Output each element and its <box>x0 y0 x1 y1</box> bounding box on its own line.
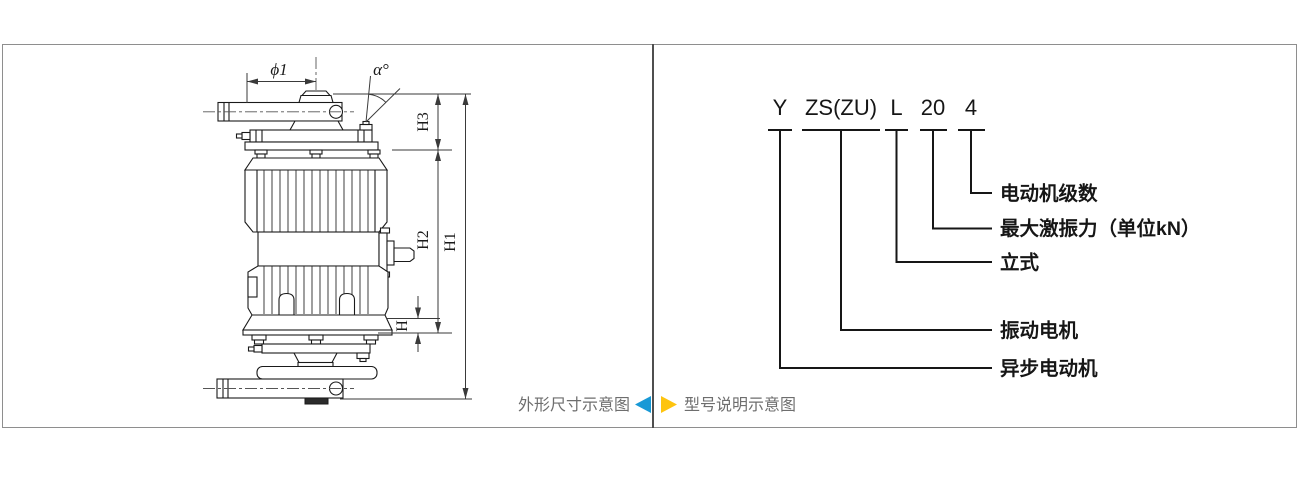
model-code-diagram: Y ZS(ZU) L 20 4 电动机级数 最大激 <box>768 95 1200 380</box>
motor-outline-drawing <box>203 57 415 405</box>
outline-dimension-panel: ϕ1 α° H3 H2 H <box>203 57 651 414</box>
right-caption: 型号说明示意图 <box>661 395 796 414</box>
model-label-vibration: 振动电机 <box>1000 319 1079 342</box>
model-label-asynchronous: 异步电动机 <box>1000 357 1098 380</box>
model-token-20: 20 <box>921 95 945 120</box>
model-label-vertical: 立式 <box>1000 251 1040 274</box>
cooling-ribs-lower <box>263 266 369 314</box>
model-token-l: L <box>890 95 902 120</box>
connector-lines <box>779 130 992 369</box>
model-token-zszu: ZS(ZU) <box>805 95 877 120</box>
dim-label-alpha: α° <box>373 60 389 79</box>
dim-h3: H3 <box>392 94 452 151</box>
left-caption: 外形尺寸示意图 <box>518 395 651 414</box>
model-token-4: 4 <box>965 95 977 120</box>
model-token-y: Y <box>773 95 788 120</box>
dim-label-h2: H2 <box>415 230 432 250</box>
dim-label-h1: H1 <box>442 232 459 252</box>
model-label-poles: 电动机级数 <box>1000 182 1098 205</box>
right-caption-arrow-icon <box>661 396 677 413</box>
left-caption-arrow-icon <box>635 396 651 413</box>
dim-alpha: α° <box>365 60 401 123</box>
panel-divider <box>652 44 654 428</box>
cooling-ribs-upper <box>263 170 369 232</box>
left-caption-text: 外形尺寸示意图 <box>518 395 630 414</box>
model-label-force: 最大激振力（单位kN） <box>1000 217 1200 240</box>
right-caption-text: 型号说明示意图 <box>684 395 796 414</box>
bottom-eccentric-assembly <box>203 343 378 405</box>
dim-h1: H1 <box>340 94 472 400</box>
dim-label-h3: H3 <box>415 112 432 132</box>
dim-phi1: ϕ1 <box>246 60 316 103</box>
mounting-slot <box>338 292 356 316</box>
dim-label-h: H <box>394 320 411 332</box>
model-designation-panel: Y ZS(ZU) L 20 4 电动机级数 最大激 <box>661 95 1200 414</box>
motor-body <box>242 169 415 345</box>
mounting-slot <box>278 292 295 316</box>
dim-label-phi1: ϕ1 <box>270 60 287 79</box>
top-eccentric-assembly <box>203 90 354 131</box>
dimension-annotations: ϕ1 α° H3 H2 H <box>246 60 472 400</box>
dim-h: H <box>386 296 440 352</box>
